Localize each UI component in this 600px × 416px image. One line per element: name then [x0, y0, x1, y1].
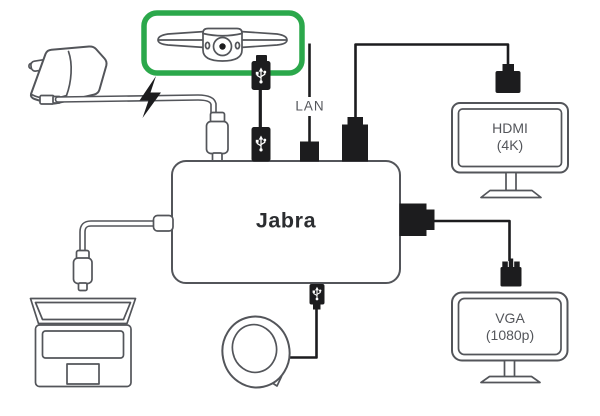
- vga-monitor-label: VGA (1080p): [486, 310, 534, 344]
- vga-connector-icon: [399, 203, 427, 236]
- hub-brand-label: Jabra: [255, 208, 317, 233]
- lan-label: LAN: [295, 98, 325, 114]
- power-usb-c-connector-icon: [205, 111, 229, 163]
- conference-camera-icon: [157, 27, 288, 62]
- speakerphone-icon: [221, 315, 291, 389]
- hdmi-label-line2: (4K): [496, 137, 524, 153]
- speaker-cable: [288, 284, 325, 359]
- hdmi-plug-icon: [495, 71, 521, 93]
- hdmi-monitor-icon: [451, 102, 569, 199]
- lan-cable: [300, 43, 319, 162]
- vga-cable: [399, 203, 522, 287]
- laptop-usb-c-connector-icon: [72, 249, 93, 292]
- vga-plug-icon: [500, 267, 522, 287]
- hdmi-plug-icon: [347, 117, 363, 125]
- camera-usb-cable: [251, 55, 271, 162]
- laptop-icon: [29, 297, 137, 388]
- hdmi-monitor-label: HDMI (4K): [492, 120, 528, 154]
- laptop-cable: [79, 214, 174, 254]
- vga-label-line2: (1080p): [485, 327, 535, 343]
- vga-monitor-icon: [451, 291, 569, 384]
- lan-plug-icon: [300, 141, 319, 162]
- vga-label-line1: VGA: [495, 310, 525, 326]
- lightning-bolt-icon: [139, 76, 161, 118]
- hdmi-cable: [342, 43, 521, 162]
- power-adapter-icon: [28, 45, 108, 105]
- hdmi-label-line1: HDMI: [492, 120, 528, 136]
- highlight-box: [141, 10, 305, 76]
- power-cable: [54, 94, 217, 119]
